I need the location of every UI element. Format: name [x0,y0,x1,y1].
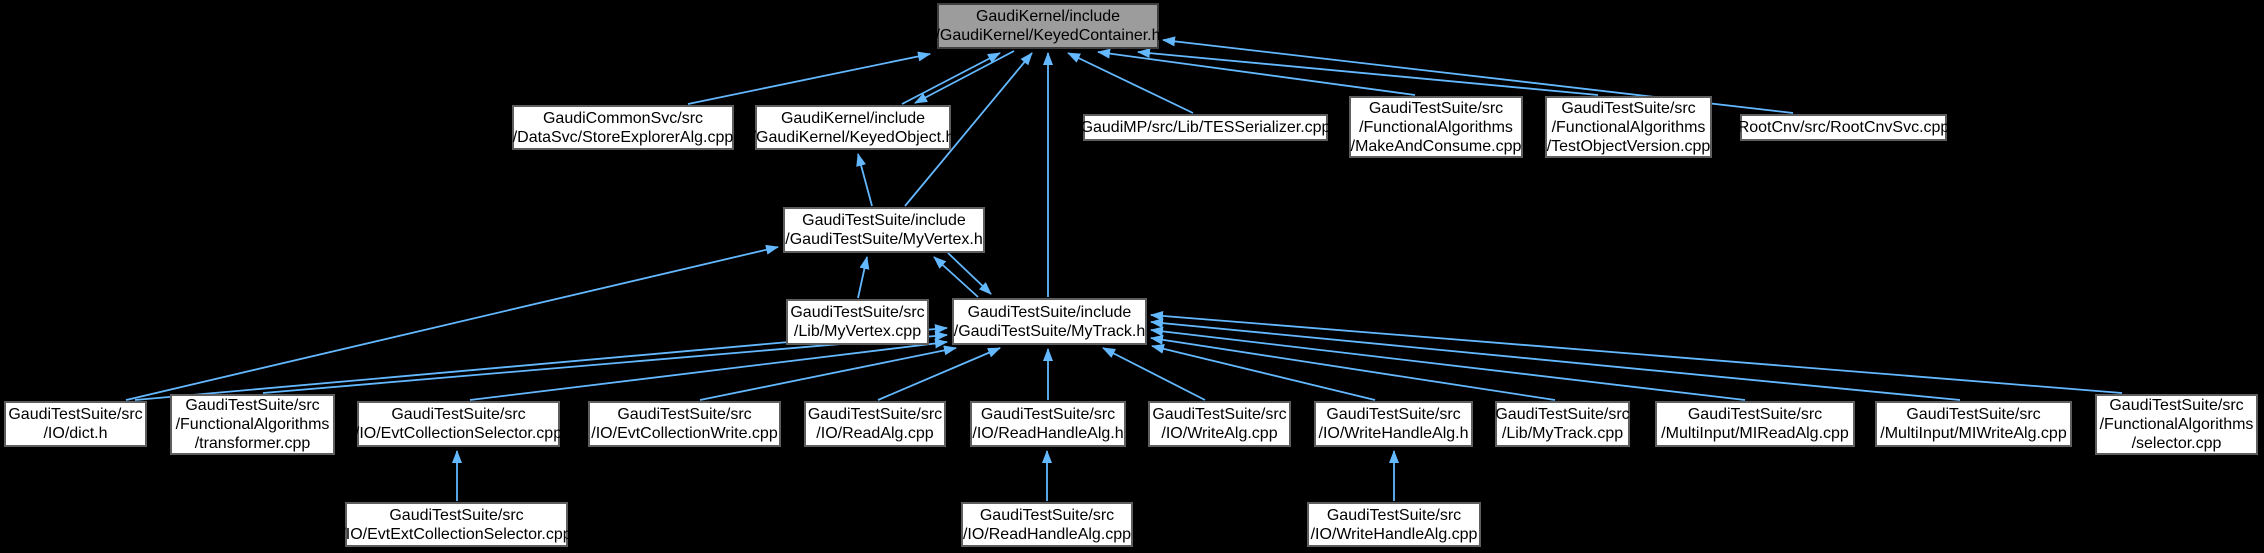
node-label-line: /FunctionalAlgorithms [1551,118,1706,136]
node-label-line: /FunctionalAlgorithms [2099,416,2254,433]
graph-node-readhandlealg-cpp[interactable]: GaudiTestSuite/src/IO/ReadHandleAlg.cpp [961,502,1133,547]
graph-node-evtextcollectionselector-cpp[interactable]: GaudiTestSuite/src/IO/EvtExtCollectionSe… [341,502,572,547]
node-label-line: GaudiTestSuite/src [1687,406,1823,423]
node-label-line: GaudiTestSuite/include [802,212,966,229]
node-label-line: /MultiInput/MIReadAlg.cpp [1661,425,1849,442]
node-label-line: GaudiTestSuite/src [1561,99,1696,117]
graph-node-rootcnvsvc-cpp[interactable]: RootCnv/src/RootCnvSvc.cpp [1737,114,1950,141]
graph-node-storeexploreralg-cpp[interactable]: GaudiCommonSvc/src/DataSvc/StoreExplorer… [512,105,734,150]
edge-keyedcontainer-h-to-keyedobject-h [914,50,1015,104]
node-label-line: /IO/WriteAlg.cpp [1161,425,1278,442]
graph-node-mytrack-h[interactable]: GaudiTestSuite/include/GaudiTestSuite/My… [952,298,1147,345]
node-label-line: GaudiTestSuite/src [1368,99,1504,117]
node-label-line: GaudiTestSuite/src [980,406,1116,423]
edge-tesserializer-cpp-to-keyedcontainer-h [1067,52,1194,114]
node-label-line: /transformer.cpp [194,435,311,452]
graph-node-keyedcontainer-h[interactable]: GaudiKernel/include/GaudiKernel/KeyedCon… [935,3,1161,49]
node-label-line: GaudiTestSuite/src [1906,406,2041,423]
edge-evtcollectionwrite-cpp-to-mytrack-h [699,345,957,401]
edge-makeandconsume-cpp-to-keyedcontainer-h [1097,48,1416,96]
graph-node-selector-cpp[interactable]: GaudiTestSuite/src/FunctionalAlgorithms /… [2095,394,2258,455]
node-label-line: /MultiInput/MIWriteAlg.cpp [1880,425,2067,442]
edge-myvertex-cpp-to-myvertex-h [857,256,870,299]
node-label-line: /GaudiTestSuite/MyTrack.h [953,322,1146,340]
edge-writealg-cpp-to-mytrack-h [1102,347,1206,401]
node-label-line: GaudiTestSuite/src [2109,397,2244,414]
node-label-line: /TestObjectVersion.cpp [1546,137,1711,155]
node-label-line: GaudiTestSuite/src [1326,506,1462,524]
node-label-line: GaudiTestSuite/src [1495,406,1630,423]
node-label-line: GaudiMP/src/Lib/TESSerializer.cpp [1080,119,1331,136]
edge-mytrack-cpp-to-mytrack-h [1150,334,1556,401]
edge-myvertex-h-to-keyedobject-h [856,153,873,207]
edge-evtcollectionselector-cpp-to-mytrack-h [469,338,948,401]
edge-storeexploreralg-cpp-to-keyedcontainer-h [687,51,931,105]
edge-mireadalg-cpp-to-mytrack-h [1150,326,1746,401]
edge-myvertex-h-to-keyedcontainer-h [904,52,1033,207]
graph-node-transformer-cpp[interactable]: GaudiTestSuite/src/FunctionalAlgorithms /… [170,394,335,455]
node-label-line: GaudiTestSuite/src [389,506,524,524]
graph-node-dict-h[interactable]: GaudiTestSuite/src/IO/dict.h [4,401,147,447]
node-label-line: /IO/ReadHandleAlg.cpp [962,525,1132,543]
node-label-line: /selector.cpp [2131,435,2222,452]
node-label-line: GaudiKernel/include [975,8,1121,25]
node-label-line: GaudiTestSuite/src [807,406,943,423]
node-label-line: GaudiKernel/include [780,109,926,127]
graph-node-myvertex-cpp[interactable]: GaudiTestSuite/src/Lib/MyVertex.cpp [786,299,929,345]
graph-node-mytrack-cpp[interactable]: GaudiTestSuite/src/Lib/MyTrack.cpp [1495,401,1630,447]
node-label-line: GaudiTestSuite/src [1152,406,1287,423]
graph-node-mireadalg-cpp[interactable]: GaudiTestSuite/src/MultiInput/MIReadAlg.… [1655,401,1855,447]
node-label-line: /IO/ReadHandleAlg.h [972,425,1124,442]
node-label-line: GaudiTestSuite/src [8,406,143,423]
node-label-line: /IO/WriteHandleAlg.cpp [1310,525,1478,543]
edge-readalg-cpp-to-mytrack-h [877,347,1001,401]
graph-node-miwritealg-cpp[interactable]: GaudiTestSuite/src/MultiInput/MIWriteAlg… [1875,401,2072,447]
node-label-line: /IO/dict.h [43,425,108,442]
edge-keyedobject-h-to-keyedcontainer-h [901,52,1001,105]
node-label-line: GaudiTestSuite/src [391,406,526,423]
edge-mytrack-h-to-myvertex-h [933,256,979,298]
graph-node-keyedobject-h[interactable]: GaudiKernel/include/GaudiKernel/KeyedObj… [752,105,954,150]
node-label-line: /Lib/MyVertex.cpp [793,323,922,340]
node-label-line: /GaudiKernel/KeyedContainer.h [935,27,1161,44]
graph-node-testobjectversion-cpp[interactable]: GaudiTestSuite/src/FunctionalAlgorithms/… [1545,96,1712,158]
node-label-line: GaudiTestSuite/include [967,303,1132,321]
edge-testobjectversion-cpp-to-keyedcontainer-h [1137,48,1599,96]
node-label-line: /IO/ReadAlg.cpp [816,425,934,442]
node-label-line: /Lib/MyTrack.cpp [1501,425,1624,442]
graph-node-writealg-cpp[interactable]: GaudiTestSuite/src/IO/WriteAlg.cpp [1148,401,1291,447]
graph-node-evtcollectionselector-cpp[interactable]: GaudiTestSuite/src/IO/EvtCollectionSelec… [354,401,563,447]
graph-node-makeandconsume-cpp[interactable]: GaudiTestSuite/src/FunctionalAlgorithms/… [1349,96,1523,158]
node-label-line: /DataSvc/StoreExplorerAlg.cpp [512,128,734,146]
node-label-line: /FunctionalAlgorithms [175,416,330,433]
edge-writehandlealg-h-to-mytrack-h [1151,343,1376,401]
edge-selector-cpp-to-mytrack-h [1150,310,2123,394]
node-label-line: /IO/EvtExtCollectionSelector.cpp [341,525,572,543]
graph-node-writehandlealg-cpp[interactable]: GaudiTestSuite/src/IO/WriteHandleAlg.cpp [1307,502,1481,547]
node-label-line: GaudiTestSuite/src [790,304,925,321]
node-label-line: GaudiTestSuite/src [617,406,752,423]
node-label-line: /IO/WriteHandleAlg.h [1318,425,1469,442]
edge-dict-h-to-myvertex-h [125,244,779,401]
edge-miwritealg-cpp-to-mytrack-h [1150,318,1961,401]
graph-node-myvertex-h[interactable]: GaudiTestSuite/include/GaudiTestSuite/My… [783,207,985,253]
graph-node-readalg-cpp[interactable]: GaudiTestSuite/src/IO/ReadAlg.cpp [804,401,946,447]
node-label-line: /FunctionalAlgorithms [1359,118,1513,136]
node-label-line: /GaudiTestSuite/MyVertex.h [785,231,983,248]
edge-myvertex-h-to-mytrack-h [947,252,992,295]
node-label-line: GaudiCommonSvc/src [542,109,704,127]
node-label-line: /IO/EvtCollectionSelector.cpp [354,425,563,442]
graph-node-readhandlealg-h[interactable]: GaudiTestSuite/src/IO/ReadHandleAlg.h [970,401,1126,447]
node-label-line: GaudiTestSuite/src [185,397,320,414]
graph-node-tesserializer-cpp[interactable]: GaudiMP/src/Lib/TESSerializer.cpp [1080,114,1331,141]
graph-node-evtcollectionwrite-cpp[interactable]: GaudiTestSuite/src/IO/EvtCollectionWrite… [588,401,781,447]
node-label-line: RootCnv/src/RootCnvSvc.cpp [1737,119,1950,136]
node-label-line: GaudiTestSuite/src [1326,406,1461,423]
node-label-line: /MakeAndConsume.cpp [1350,137,1522,155]
node-label-line: /GaudiKernel/KeyedObject.h [751,128,955,146]
graph-node-writehandlealg-h[interactable]: GaudiTestSuite/src/IO/WriteHandleAlg.h [1314,401,1473,447]
node-label-line: /IO/EvtCollectionWrite.cpp [591,425,778,442]
node-label-line: GaudiTestSuite/src [979,506,1115,524]
